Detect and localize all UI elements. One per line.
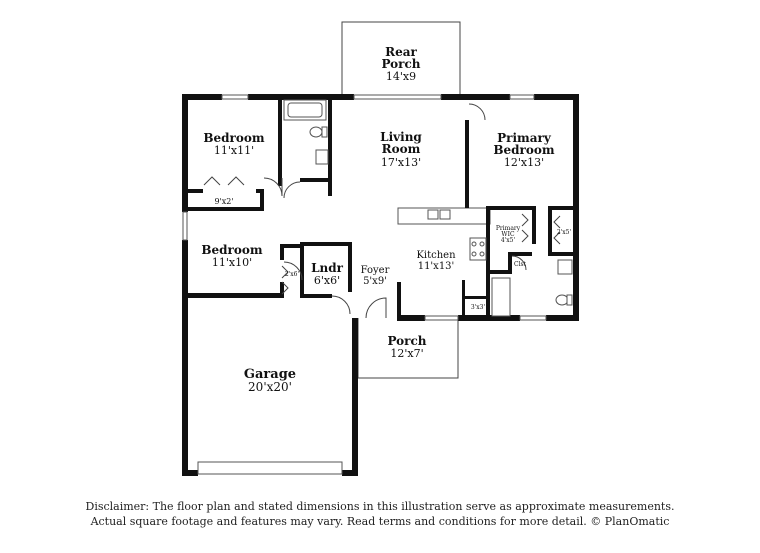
closet-bath-label: Clst (514, 261, 527, 268)
doors (203, 103, 561, 319)
primary-wic-name-2: WIC (501, 231, 515, 238)
closet-left-dims: 9'x2' (214, 197, 233, 206)
garage-name: Garage (244, 367, 296, 382)
primary-wic-name-1: Primary (496, 225, 521, 232)
disclaimer-line-2: Actual square footage and features may v… (90, 515, 670, 528)
kitchen-name: Kitchen (416, 250, 456, 261)
rear-porch-dims: 14'x9 (386, 70, 416, 83)
laundry-name: Lndr (311, 261, 344, 275)
bedroom-mid-left-name: Bedroom (201, 243, 262, 257)
interior-walls (182, 100, 574, 320)
fixtures (283, 99, 573, 317)
laundry-dims: 6'x6' (314, 274, 340, 287)
living-room-name-1: Living (380, 130, 422, 144)
rear-porch-name-1: Rear (385, 45, 417, 59)
closet-tiny-dims: 3'x3' (471, 304, 486, 311)
windows (182, 94, 547, 321)
primary-bedroom-dims: 12'x13' (504, 156, 544, 169)
disclaimer-line-1: Disclaimer: The floor plan and stated di… (85, 500, 675, 513)
bedroom-top-left-name: Bedroom (203, 131, 264, 145)
garage-door (197, 461, 343, 475)
primary-bedroom-name-2: Bedroom (493, 143, 554, 157)
closet-small-left-dims: 2'x6' (285, 271, 300, 278)
foyer-dims: 5'x9' (363, 276, 387, 287)
kitchen-dims: 11'x13' (418, 261, 455, 272)
bedroom-top-left-dims: 11'x11' (214, 144, 254, 157)
bedroom-mid-left-dims: 11'x10' (212, 256, 252, 269)
living-room-name-2: Room (382, 142, 421, 156)
front-porch-dims: 12'x7' (390, 347, 423, 360)
living-room-dims: 17'x13' (381, 156, 421, 169)
rear-porch-name-2: Porch (381, 57, 420, 71)
room-labels: Rear Porch 14'x9 Bedroom 11'x11' Living … (201, 45, 571, 394)
closet-right-dims: 2'x5' (557, 229, 572, 236)
front-porch-name: Porch (387, 334, 426, 348)
foyer-name: Foyer (361, 265, 390, 276)
garage-dims: 20'x20' (248, 380, 292, 394)
primary-bedroom-name-1: Primary (497, 131, 552, 145)
primary-wic-dims: 4'x5' (501, 237, 516, 244)
